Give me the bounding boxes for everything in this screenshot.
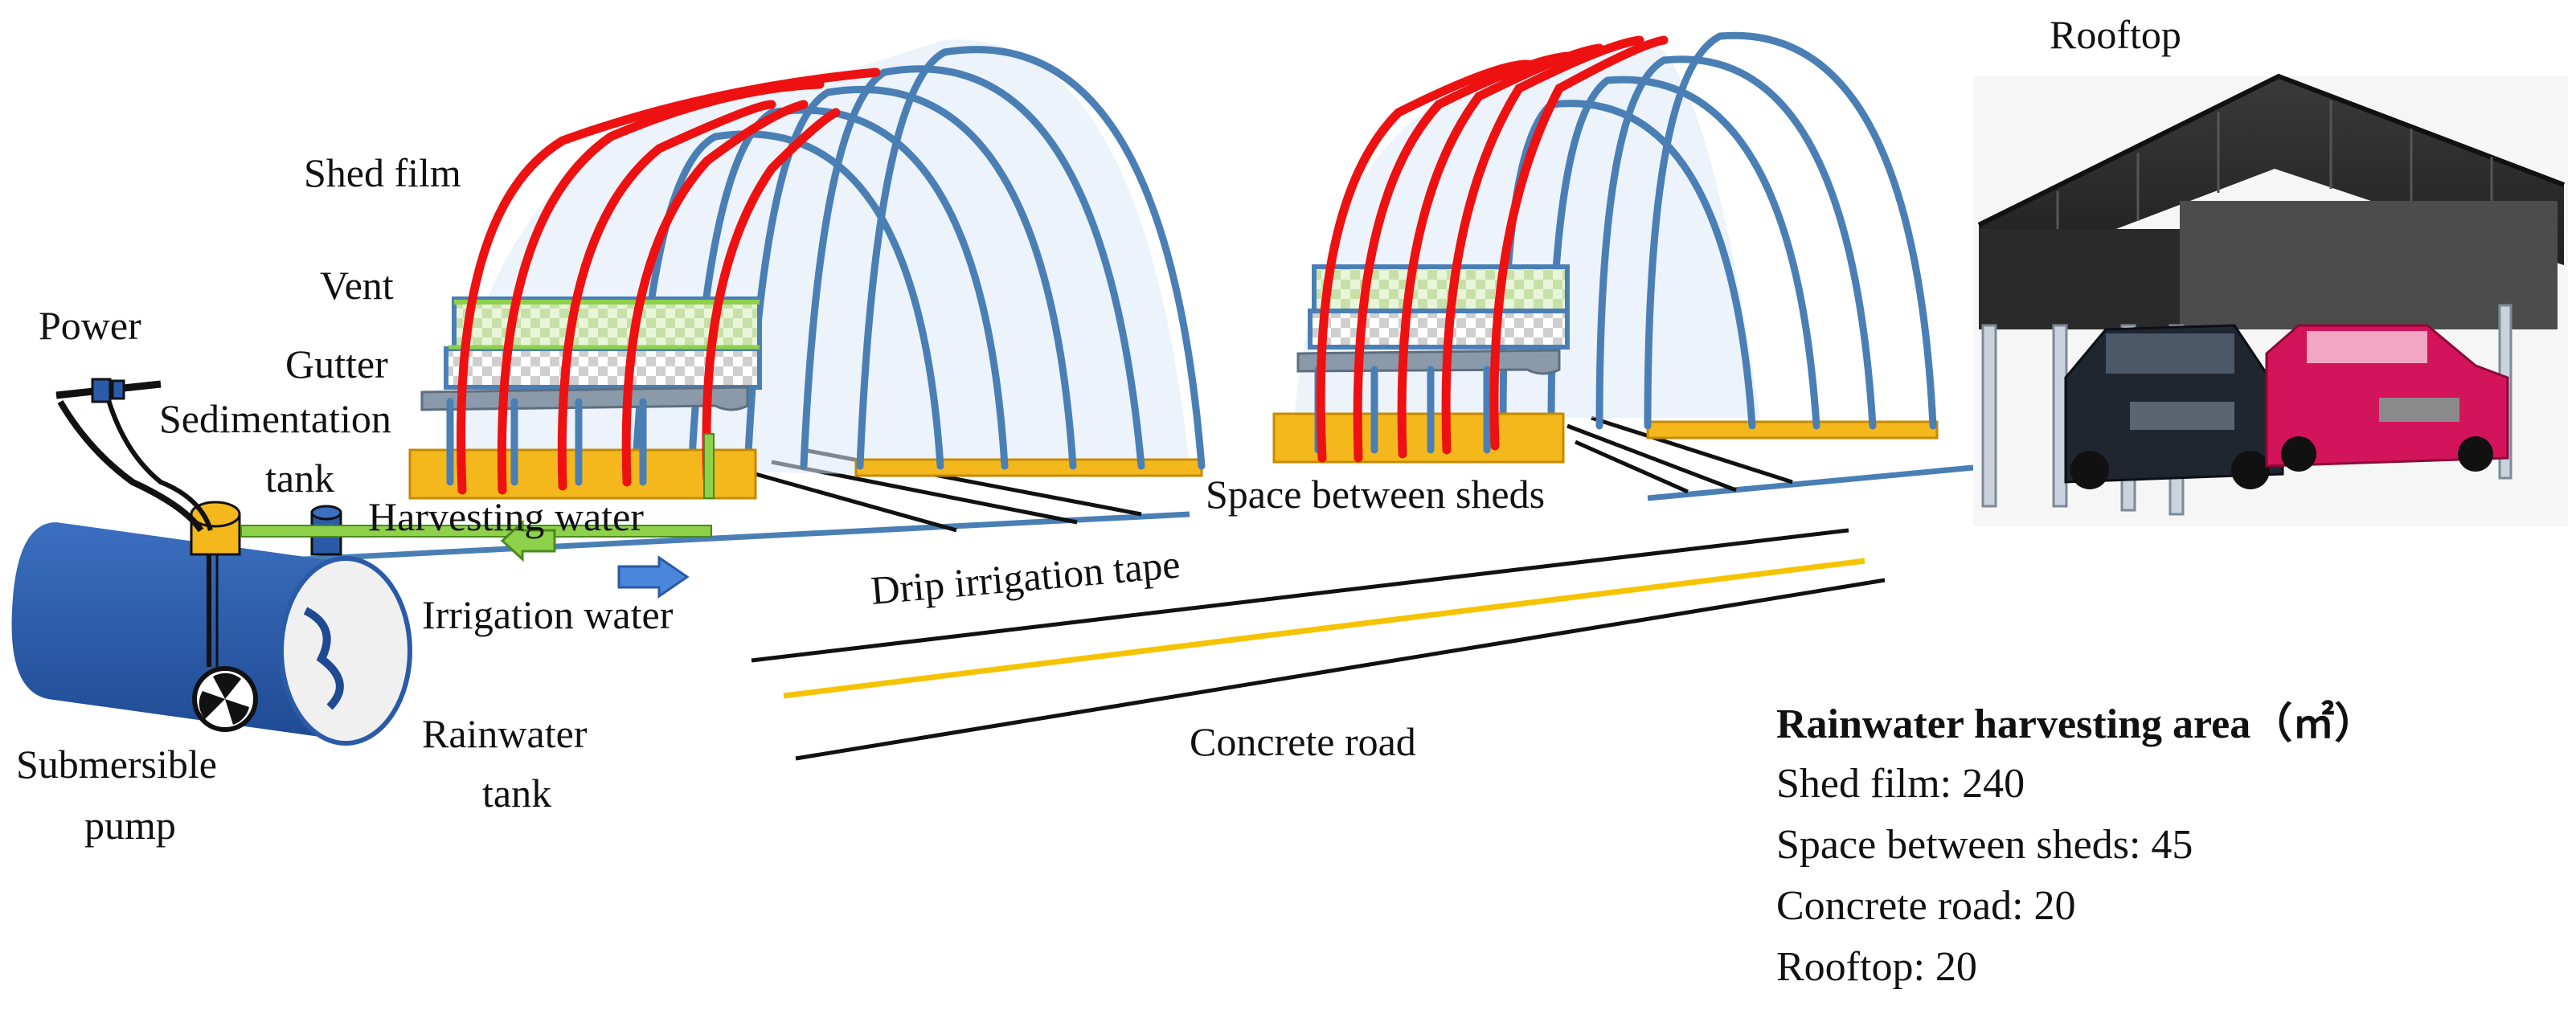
label-sedimentation-tank-1: Sedimentation	[159, 396, 391, 441]
rainwater-tank	[11, 522, 412, 746]
label-shed-film: Shed film	[304, 150, 461, 195]
label-drip-irrigation-tape: Drip irrigation tape	[869, 542, 1182, 613]
label-submersible-pump-2: pump	[84, 803, 176, 848]
label-harvesting-water: Harvesting water	[368, 494, 644, 539]
label-gutter: Gutter	[285, 341, 388, 386]
concrete-road-lines	[751, 528, 1886, 761]
label-power: Power	[39, 303, 141, 348]
greenhouse-shed-2	[1272, 31, 1939, 464]
power-cable	[55, 378, 213, 533]
harvesting-arrow-icon	[500, 519, 556, 562]
carport-rooftop	[1973, 73, 2568, 526]
sedimentation-tank	[190, 501, 712, 556]
label-submersible-pump-1: Submersible	[16, 742, 217, 787]
label-rainwater-tank-2: tank	[482, 771, 551, 816]
label-irrigation-water: Irrigation water	[422, 592, 674, 637]
label-space-between-sheds: Space between sheds	[1206, 472, 1545, 517]
area-table-title: Rainwater harvesting area（㎡）	[1776, 700, 2376, 747]
area-item-rooftop: Rooftop: 20	[1776, 944, 1977, 990]
label-concrete-road: Concrete road	[1190, 719, 1416, 764]
flow-arrows	[500, 519, 690, 599]
irrigation-arrow-icon	[617, 555, 690, 599]
label-sedimentation-tank-2: tank	[265, 456, 334, 501]
label-vent: Vent	[320, 263, 394, 308]
area-item-shed-film: Shed film: 240	[1776, 761, 2025, 807]
area-item-concrete-road: Concrete road: 20	[1776, 883, 2076, 929]
label-rooftop: Rooftop	[2050, 12, 2181, 57]
label-rainwater-tank-1: Rainwater	[422, 711, 588, 756]
greenhouse-shed-1	[408, 39, 1206, 500]
area-item-space-between-sheds: Space between sheds: 45	[1776, 822, 2193, 868]
rainwater-harvesting-area-table: Rainwater harvesting area（㎡） Shed film: …	[1776, 700, 2376, 990]
power-plug-icon	[91, 378, 112, 403]
